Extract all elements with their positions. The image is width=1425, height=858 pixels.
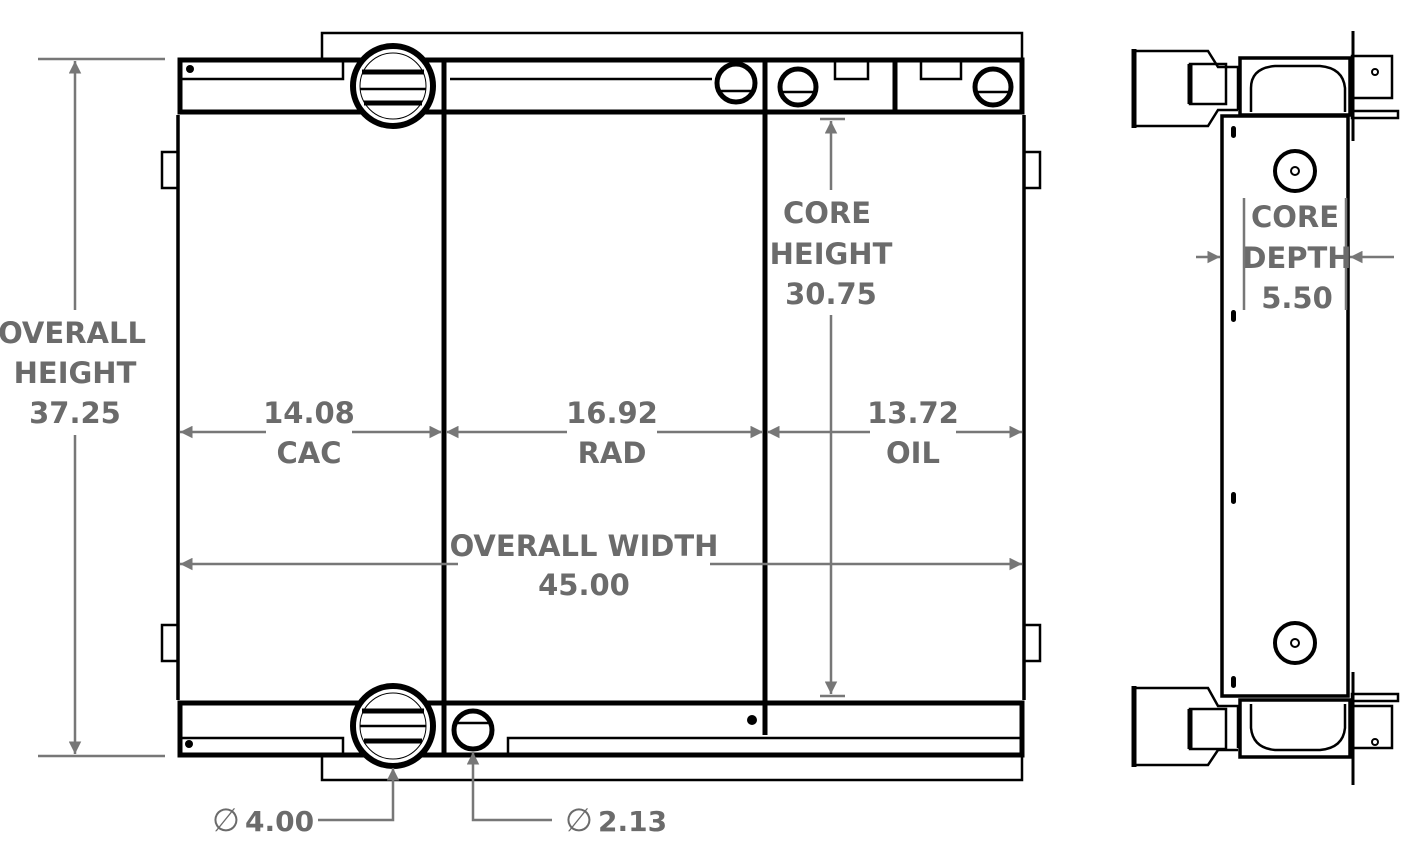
side-view bbox=[1131, 31, 1400, 785]
overall-height-value: 37.25 bbox=[29, 396, 121, 430]
oil-width-value: 13.72 bbox=[867, 396, 959, 430]
oil-port-top-right bbox=[972, 66, 1014, 108]
core-height-label-1: CORE bbox=[783, 196, 871, 230]
rad-port-bottom bbox=[451, 708, 495, 752]
overall-width-label: OVERALL WIDTH bbox=[450, 529, 719, 563]
core-depth-dimension: CORE DEPTH 5.50 bbox=[1196, 198, 1394, 315]
overall-height-label-1: OVERALL bbox=[0, 316, 146, 350]
port-diameter-callouts: ∅ 4.00 ∅ 2.13 bbox=[212, 752, 667, 839]
rad-width-value: 16.92 bbox=[566, 396, 658, 430]
rad-label: RAD bbox=[578, 436, 647, 470]
oil-label: OIL bbox=[886, 436, 940, 470]
cac-outlet-port bbox=[350, 683, 436, 769]
core-height-dimension: CORE HEIGHT 30.75 bbox=[770, 117, 893, 698]
core-height-label-2: HEIGHT bbox=[770, 237, 893, 271]
core-depth-value: 5.50 bbox=[1261, 281, 1333, 315]
overall-width-value: 45.00 bbox=[538, 568, 630, 602]
overall-width-dimension: OVERALL WIDTH 45.00 bbox=[180, 529, 1022, 602]
cac-port-diameter-symbol: ∅ bbox=[212, 801, 240, 839]
core-depth-label-2: DEPTH bbox=[1242, 241, 1351, 275]
core-height-value: 30.75 bbox=[785, 277, 877, 311]
cac-inlet-port bbox=[350, 43, 436, 129]
overall-height-label-2: HEIGHT bbox=[14, 356, 137, 390]
overall-height-dimension: OVERALL HEIGHT 37.25 bbox=[0, 57, 165, 758]
cac-width-value: 14.08 bbox=[263, 396, 355, 430]
rad-port-top bbox=[714, 61, 758, 105]
core-depth-label-1: CORE bbox=[1251, 200, 1339, 234]
oil-port-top-left bbox=[777, 66, 819, 108]
cac-label: CAC bbox=[276, 436, 341, 470]
rad-port-diameter-value: 2.13 bbox=[598, 805, 667, 838]
section-width-dimensions: 14.08 CAC 16.92 RAD 13.72 OIL bbox=[180, 396, 1022, 470]
front-view bbox=[160, 31, 1042, 782]
cac-port-diameter-value: 4.00 bbox=[245, 805, 314, 838]
rad-port-diameter-symbol: ∅ bbox=[565, 801, 593, 839]
